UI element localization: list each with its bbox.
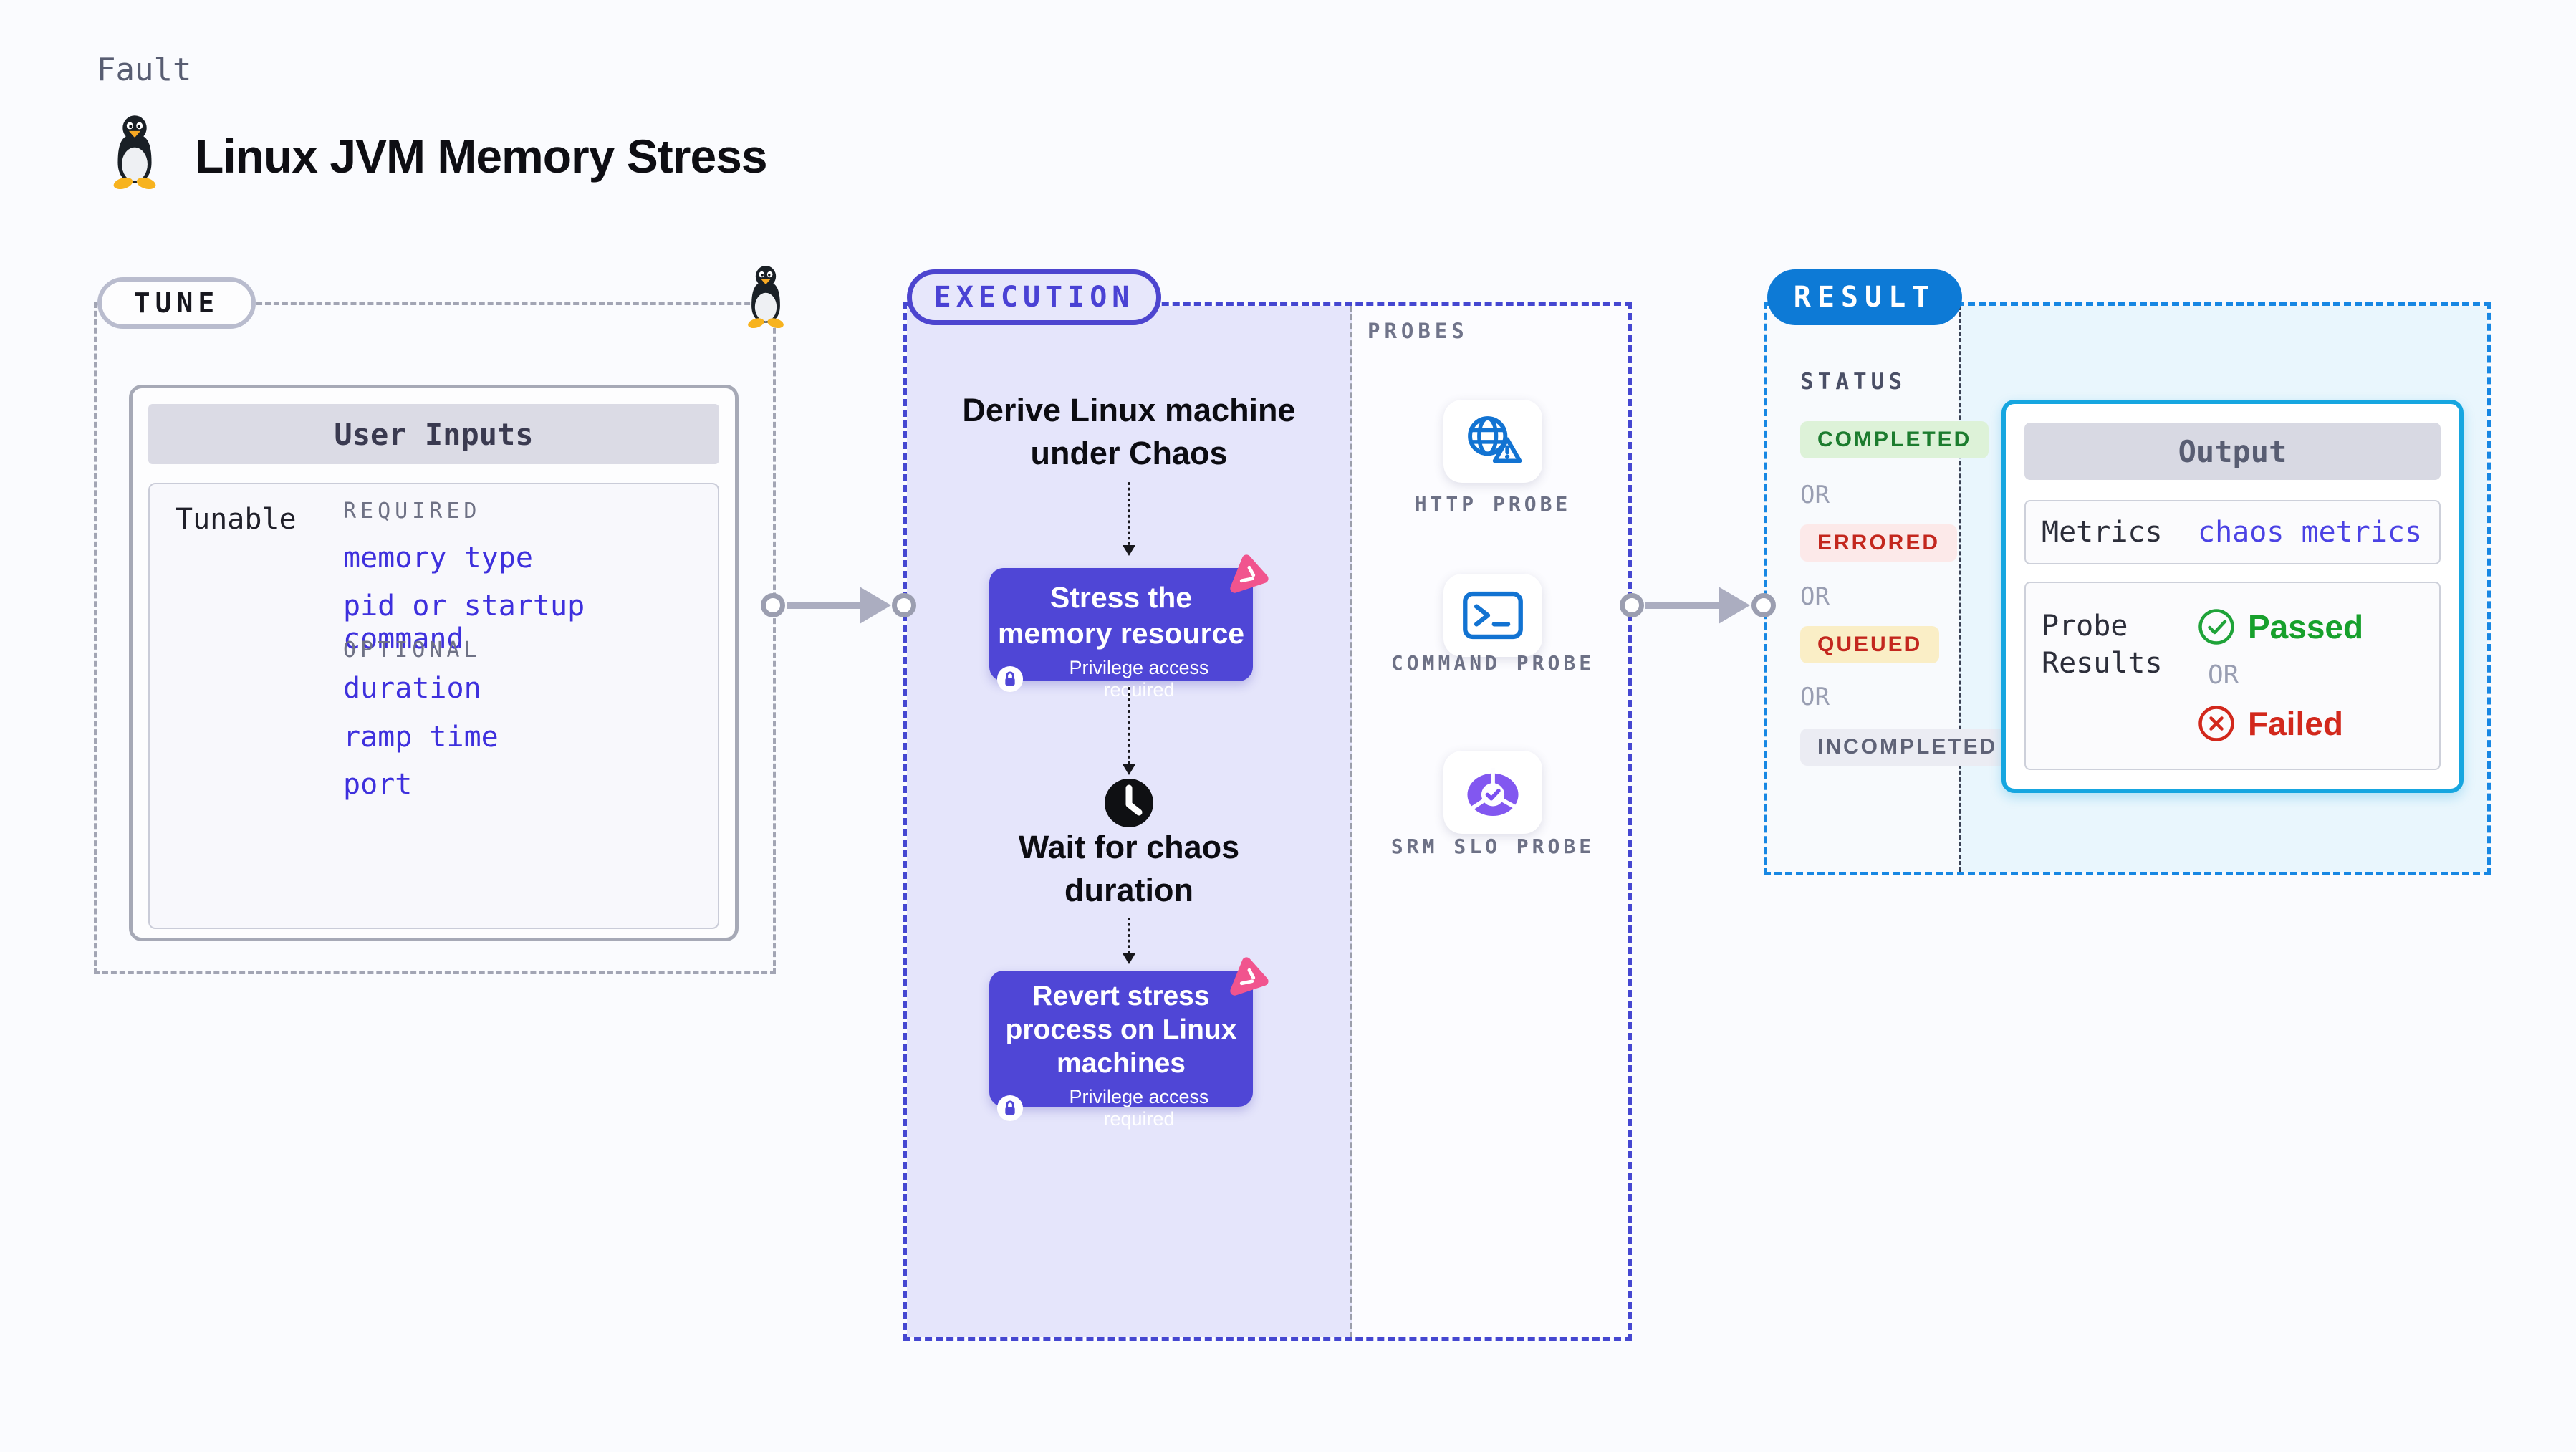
flow-dotted-line [1128,687,1130,764]
execution-label-text: EXECUTION [933,281,1135,314]
globe-alert-icon [1460,411,1526,471]
stress-memory-node: Stress the memory resource Privilege acc… [989,568,1253,701]
probe-results-values: Passed OR Failed [2198,607,2363,743]
tune-to-execution-arrow-head [860,587,891,624]
execution-to-result-arrow-line [1645,602,1720,609]
execution-area: Derive Linux machine under Chaos Stress … [907,306,1352,1337]
tunable-link-duration[interactable]: duration [343,672,481,705]
tunable-link-pid-or-startup-command[interactable]: pid or startup command [343,590,585,655]
output-card: Output Metrics chaos metrics Probe Resul… [2001,400,2464,793]
output-header: Output [2024,423,2441,480]
user-inputs-title: User Inputs [334,416,534,452]
srm-slo-probe-card [1443,751,1542,834]
metrics-row: Metrics chaos metrics [2024,500,2441,564]
connector-dot [1620,593,1644,617]
slo-pie-icon [1461,761,1524,824]
failed-label: Failed [2248,705,2343,742]
page-title: Linux JVM Memory Stress [195,130,768,183]
user-inputs-card: User Inputs Tunable REQUIRED memory type… [129,385,739,941]
probe-results-row: Probe Results Passed OR Failed [2024,582,2441,770]
tunable-link-port[interactable]: port [343,768,413,801]
user-inputs-header: User Inputs [148,404,719,464]
output-title: Output [2178,433,2287,469]
command-probe-card [1443,574,1542,657]
wait-clock-icon [1103,777,1155,829]
execution-to-result-arrow-head [1719,587,1750,624]
tune-to-execution-arrow-line [787,602,861,609]
x-circle-icon [2198,705,2235,742]
connector-dot [1751,593,1776,617]
result-section-label: RESULT [1767,269,1962,325]
result-section-box: STATUS COMPLETED OR ERRORED OR QUEUED OR… [1764,302,2491,875]
status-badge-incompleted: INCOMPLETED [1800,729,2015,766]
lock-icon [996,1095,1024,1122]
or-separator: OR [1800,582,1830,611]
flow-arrowhead [1123,764,1135,775]
chaos-fault-icon [1226,955,1270,999]
status-badge-errored: ERRORED [1800,524,1958,562]
tunable-link-ramp-time[interactable]: ramp time [343,721,499,754]
http-probe-card [1443,400,1542,483]
flow-dotted-line [1128,918,1130,953]
revert-stress-node: Revert stress process on Linux machines … [989,971,1253,1130]
command-probe-label: COMMAND PROBE [1390,651,1595,675]
revert-node-title: Revert stress process on Linux machines [1005,981,1237,1079]
failed-result: Failed [2198,704,2363,743]
flow-arrowhead [1123,953,1135,964]
check-circle-icon [2198,608,2235,645]
derive-step-text: Derive Linux machine under Chaos [962,392,1296,471]
connector-dot [892,593,916,617]
tunables-panel: Tunable REQUIRED memory type pid or star… [148,483,719,929]
privilege-badge-text: Privilege access required [1069,657,1209,701]
connector-dot [761,593,785,617]
stress-node-title: Stress the memory resource [997,581,1245,650]
passed-label: Passed [2248,608,2364,645]
fault-eyebrow: Fault [97,52,192,88]
linux-tux-icon-small [741,265,791,328]
tune-section-label: TUNE [97,277,256,329]
tune-label-text: TUNE [133,287,220,319]
or-separator: OR [1800,683,1830,711]
terminal-icon [1461,589,1524,642]
optional-group-heading: OPTIONAL [343,638,481,663]
or-separator: OR [2208,660,2239,690]
probe-results-label: Probe Results [2042,610,2163,680]
required-group-heading: REQUIRED [343,499,481,524]
execution-section-label: EXECUTION [907,269,1161,325]
flow-arrowhead [1123,545,1135,556]
http-probe-label: HTTP PROBE [1414,492,1572,516]
privilege-badge-text: Privilege access required [1069,1086,1209,1130]
tunable-row-label: Tunable [176,503,297,536]
privilege-badge: Privilege access required [996,657,1246,701]
metrics-label: Metrics [2042,516,2163,549]
result-label-text: RESULT [1793,281,1936,314]
status-badge-completed: COMPLETED [1800,421,1989,458]
srm-slo-probe-label: SRM SLO PROBE [1390,835,1595,858]
execution-probes-box: Derive Linux machine under Chaos Stress … [903,302,1632,1341]
privilege-badge: Privilege access required [996,1086,1246,1130]
chaos-fault-icon [1226,552,1270,597]
chaos-metrics-link[interactable]: chaos metrics [2198,516,2423,549]
or-separator: OR [1800,481,1830,509]
tune-section-box [94,302,776,974]
passed-result: Passed [2198,607,2363,646]
linux-tux-icon [105,115,165,189]
status-badge-queued: QUEUED [1800,626,1940,663]
probes-heading: PROBES [1368,319,1469,343]
flow-dotted-line [1128,482,1130,545]
wait-step-text: Wait for chaos duration [1018,829,1240,908]
tunable-link-memory-type[interactable]: memory type [343,542,533,574]
status-heading: STATUS [1800,369,1906,395]
lock-icon [996,665,1024,693]
